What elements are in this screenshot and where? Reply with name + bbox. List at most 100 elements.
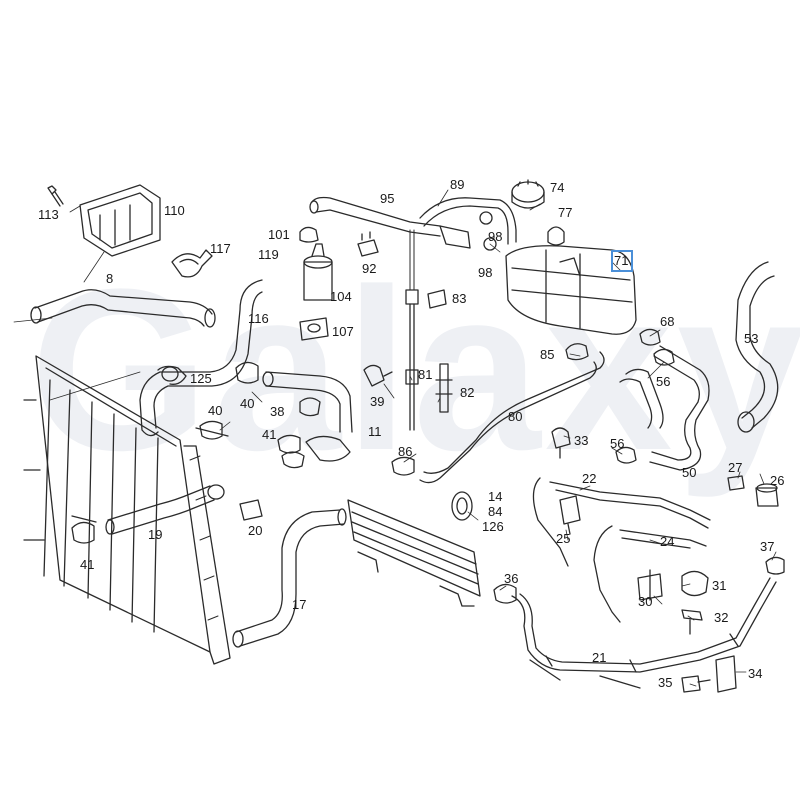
clamp-40-lower	[195, 420, 229, 440]
ring-14	[451, 491, 473, 521]
cap-74	[511, 179, 545, 209]
label-82: 82	[460, 385, 475, 400]
bolt-32	[681, 609, 703, 635]
label-113: 113	[38, 207, 59, 222]
label-25: 25	[556, 531, 571, 546]
label-125: 125	[190, 371, 212, 386]
clamp-56-lower	[615, 446, 637, 464]
valve-25	[559, 495, 581, 535]
radiator	[23, 355, 231, 665]
label-81: 81	[418, 367, 433, 382]
label-32: 32	[714, 610, 729, 625]
leader-lines	[69, 189, 777, 687]
label-24: 24	[660, 534, 675, 549]
leader-lines-left	[13, 317, 141, 401]
label-41-lower: 41	[80, 557, 95, 572]
label-104: 104	[330, 289, 352, 304]
label-56-lower: 56	[610, 436, 625, 451]
sensor-82	[435, 363, 453, 413]
clamp-117	[171, 249, 213, 278]
hose-53	[735, 261, 779, 433]
line-22	[532, 477, 711, 567]
mount-31	[681, 570, 709, 597]
clamp-68	[639, 328, 661, 346]
pipe-21	[511, 577, 777, 689]
bolt-35	[681, 675, 711, 693]
seal-77	[547, 226, 565, 246]
clamp-56-upper	[653, 348, 675, 366]
label-35: 35	[658, 675, 673, 690]
hose-11	[299, 397, 351, 462]
grommet-20	[239, 499, 263, 521]
label-92: 92	[362, 261, 377, 276]
label-11: 11	[368, 424, 382, 439]
label-98-upper: 98	[488, 229, 503, 244]
sensor-39	[363, 364, 393, 387]
hose-19	[105, 484, 225, 535]
label-22: 22	[582, 471, 597, 486]
label-39: 39	[370, 394, 385, 409]
label-17: 17	[292, 597, 307, 612]
label-36: 36	[504, 571, 519, 586]
clip-27	[727, 475, 745, 491]
hose-89	[419, 197, 517, 245]
label-71: 71	[614, 253, 629, 268]
clamp-40-upper	[235, 361, 259, 384]
bracket-34	[715, 655, 737, 693]
label-53: 53	[744, 331, 759, 346]
hose-125	[157, 365, 187, 385]
pump-104	[303, 243, 333, 301]
thermostat-26	[755, 483, 779, 507]
label-77: 77	[558, 205, 573, 220]
mount-107	[299, 317, 329, 341]
label-117: 117	[210, 241, 231, 256]
hose-38	[262, 371, 353, 433]
highlight-box-71	[611, 250, 633, 272]
label-19: 19	[148, 527, 163, 542]
label-85: 85	[540, 347, 555, 362]
label-33: 33	[574, 433, 589, 448]
grommet-83	[427, 289, 447, 309]
connector-98	[439, 211, 497, 251]
label-98-lower: 98	[478, 265, 493, 280]
label-84: 84	[488, 504, 503, 519]
clamp-101	[299, 226, 319, 243]
hose-80	[419, 351, 605, 484]
label-38: 38	[270, 404, 285, 419]
label-27: 27	[728, 460, 743, 475]
label-107: 107	[332, 324, 354, 339]
clamp-36	[493, 583, 517, 604]
sensor-rod-81	[405, 289, 419, 431]
label-41-upper: 41	[262, 427, 277, 442]
bracket-110	[79, 184, 161, 257]
label-30: 30	[638, 594, 653, 609]
clamp-37	[765, 556, 785, 575]
label-8: 8	[106, 271, 114, 286]
label-34: 34	[748, 666, 763, 681]
label-101: 101	[268, 227, 290, 242]
label-119: 119	[258, 247, 279, 262]
expansion-tank-71	[505, 245, 637, 335]
label-21: 21	[592, 650, 607, 665]
sensor-92	[357, 231, 379, 257]
hose-116	[139, 279, 263, 437]
hose-8	[30, 289, 216, 328]
line-24	[593, 525, 707, 623]
hose-50	[619, 345, 710, 471]
clamp-41-lower	[71, 515, 97, 544]
label-37: 37	[760, 539, 775, 554]
bolt-113	[47, 185, 64, 207]
label-74: 74	[550, 180, 565, 195]
label-14: 14	[488, 489, 503, 504]
label-50: 50	[682, 465, 697, 480]
hose-17	[232, 508, 347, 648]
oil-cooler	[347, 499, 481, 607]
label-40-lower: 40	[208, 403, 223, 418]
label-83: 83	[452, 291, 467, 306]
sensor-33	[551, 427, 571, 459]
pipe-95	[309, 196, 441, 291]
label-95: 95	[380, 191, 395, 206]
clamp-86	[391, 456, 415, 476]
